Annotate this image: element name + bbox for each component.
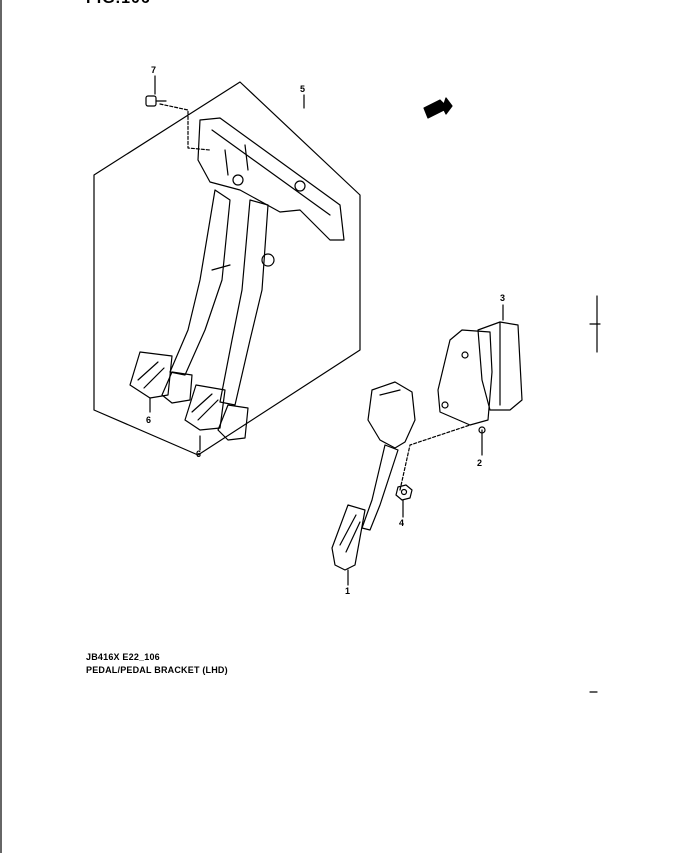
diagram-caption: PEDAL/PEDAL BRACKET (LHD) — [86, 665, 228, 675]
front-arrow-icon — [423, 97, 453, 119]
callout-5: 5 — [300, 84, 306, 94]
bolt-7 — [145, 95, 167, 107]
callout-6b: 6 — [196, 449, 202, 459]
figure-title: FIG.106 — [86, 0, 151, 8]
pedal-bracket-group-box — [93, 81, 361, 456]
diagram-code: JB416X E22_106 — [86, 652, 160, 662]
bolt-dashed-line — [399, 424, 471, 491]
pedal-bracket-5 — [197, 117, 345, 267]
pedal-pad-6a — [129, 351, 193, 404]
accelerator-cover-3 — [477, 321, 523, 411]
clutch-pedal-arm — [169, 189, 231, 376]
brake-pedal-arm — [219, 199, 269, 406]
callout-6a: 6 — [146, 415, 152, 425]
accelerator-pedal-1 — [331, 381, 416, 571]
nut-4 — [395, 484, 413, 501]
callout-7: 7 — [151, 65, 157, 75]
accelerator-bracket-2 — [437, 329, 493, 434]
callout-1: 1 — [345, 586, 351, 596]
leader-7-dashed — [159, 103, 211, 151]
callout-4: 4 — [399, 518, 405, 528]
callout-3: 3 — [500, 293, 506, 303]
pedal-pad-6b — [184, 384, 249, 441]
callout-2: 2 — [477, 458, 483, 468]
